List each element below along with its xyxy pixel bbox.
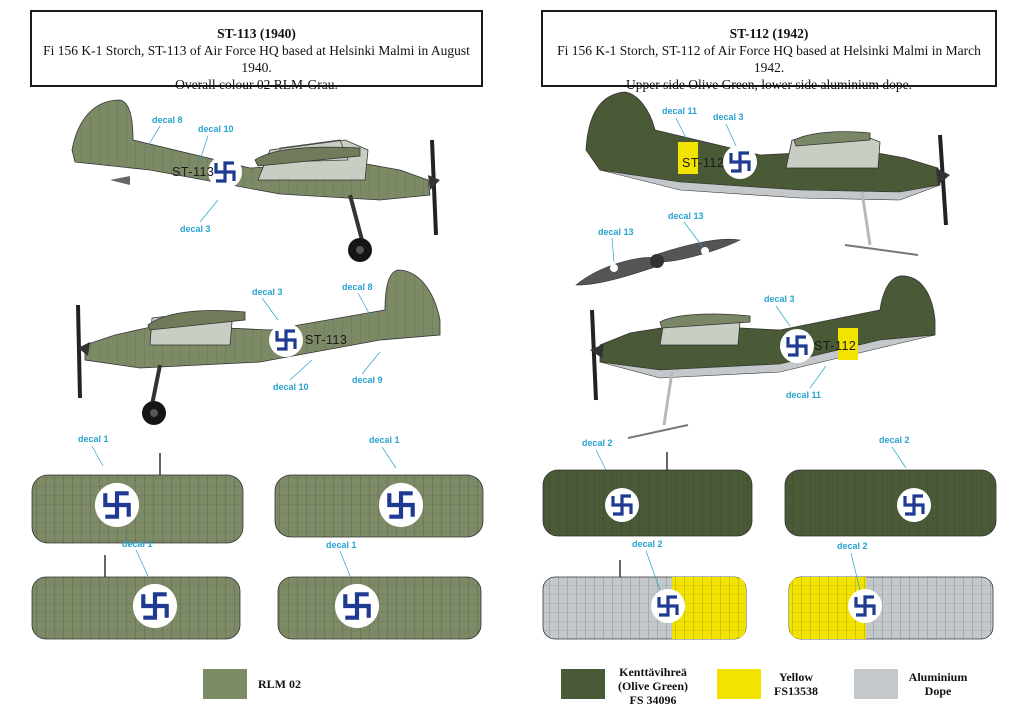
left-description-line1: Fi 156 K-1 Storch, ST-113 of Air Force H… [43,43,470,75]
decal-label-11: decal 11 [662,106,697,116]
decal-label-9: decal 9 [352,375,383,385]
st112-registration-1: ST-112 [682,156,724,170]
swastika-roundel-icon [379,483,423,527]
aluminium-swatch [854,669,898,699]
decal-label-3: decal 3 [180,224,211,234]
swastika-roundel-icon [649,587,687,625]
swastika-roundel-icon [335,584,379,628]
yellow-line1: Yellow [779,670,813,684]
st113-wing-bottom-right [277,576,482,640]
decal-label-13: decal 13 [598,227,634,237]
decal-label-2: decal 2 [632,539,663,549]
decal-label-8: decal 8 [152,115,183,125]
decal-label-2: decal 2 [837,541,868,551]
aluminium-line1: Aluminium [908,670,968,684]
decal-label-2: decal 2 [582,438,613,448]
swastika-roundel-icon [846,587,884,625]
st112-wing-top-right [784,469,997,537]
st113-wing-top-left [31,453,244,544]
olive-green-label: Kenttävihreä (Olive Green) FS 34096 [608,665,698,707]
st112-side-view-1: ST-112 [585,91,950,256]
propeller-icon [575,238,741,286]
decal-label-3: decal 3 [252,287,283,297]
decal-label-1: decal 1 [78,434,109,444]
st112-wing-bottom-left [542,560,747,640]
aluminium-line2: Dope [924,684,952,698]
st113-side-view-1: ST-113 [71,99,440,262]
olive-green-line1: Kenttävihreä [619,665,687,679]
decal-label-10: decal 10 [198,124,234,134]
swastika-roundel-icon [133,584,177,628]
left-title-box: ST-113 (1940) Fi 156 K-1 Storch, ST-113 … [30,10,483,92]
left-title: ST-113 (1940) [217,26,296,41]
left-description-line2: Overall colour 02 RLM-Grau. [175,77,338,92]
st113-side-view-2: ST-113 [76,269,441,425]
st112-registration-2: ST-112 [814,339,856,353]
swastika-roundel-icon [95,483,139,527]
decal-label-1: decal 1 [369,435,400,445]
swastika-roundel-icon [778,327,816,365]
st113-wing-bottom-left [31,555,241,640]
olive-green-line3: FS 34096 [629,693,677,707]
swastika-roundel-icon [267,321,305,359]
decal-label-8: decal 8 [342,282,373,292]
decal-label-1: decal 1 [326,540,357,550]
rlm02-label: RLM 02 [258,677,301,691]
decal-label-3: decal 3 [713,112,744,122]
yellow-label: Yellow FS13538 [766,670,826,698]
right-description-line2: Upper side Olive Green, lower side alumi… [625,77,913,92]
aluminium-label: Aluminium Dope [902,670,974,698]
decal-label-3: decal 3 [764,294,795,304]
swastika-roundel-icon [895,486,933,524]
yellow-swatch [717,669,761,699]
olive-green-line2: (Olive Green) [617,679,689,693]
st112-wing-top-left [542,452,753,537]
olive-green-swatch [561,669,605,699]
swastika-roundel-icon [603,486,641,524]
right-title-box: ST-112 (1942) Fi 156 K-1 Storch, ST-112 … [541,10,997,92]
decal-label-13: decal 13 [668,211,704,221]
st113-registration-1: ST-113 [172,165,214,179]
right-title: ST-112 (1942) [729,26,809,41]
decal-label-2: decal 2 [879,435,910,445]
rlm02-swatch [203,669,247,699]
decal-label-11: decal 11 [786,390,821,400]
st112-side-view-2: ST-112 [590,275,936,439]
swastika-roundel-icon [721,143,759,181]
st113-registration-2: ST-113 [305,333,347,347]
decal-label-10: decal 10 [273,382,309,392]
st113-wing-top-right [274,474,484,538]
yellow-line2: FS13538 [773,684,818,698]
decal-label-1: decal 1 [122,539,153,549]
right-description-line1: Fi 156 K-1 Storch, ST-112 of Air Force H… [557,43,981,75]
st112-wing-bottom-right [788,576,994,640]
